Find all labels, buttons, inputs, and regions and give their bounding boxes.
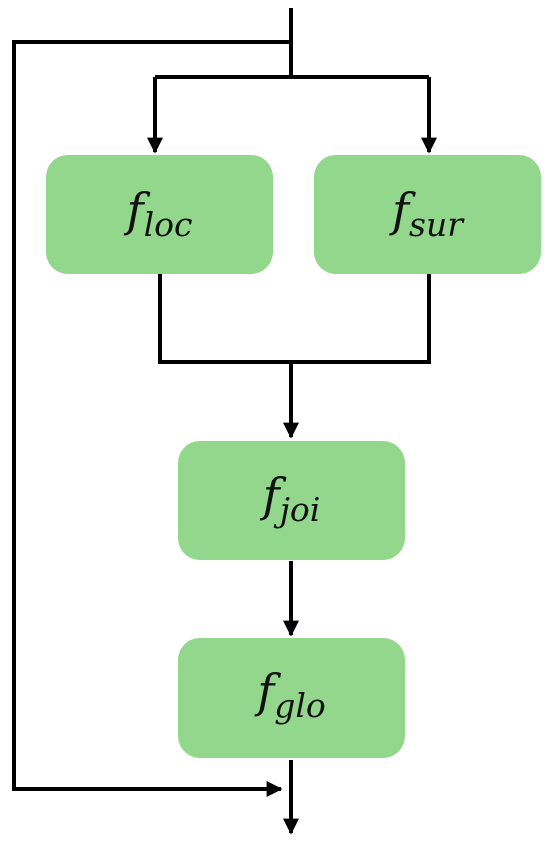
node-f-loc-label: floc [124,183,193,244]
node-f-joi-subscript: joi [273,490,321,529]
node-f-glo-subscript: glo [274,686,326,725]
node-f-loc-subscript: loc [144,205,193,244]
node-f-sur-subscript: sur [409,205,465,244]
node-f-sur: fsur [314,155,541,274]
merge-line [158,274,431,364]
skip-connection-line [12,40,291,797]
node-f-joi-box [178,441,405,560]
node-f-loc-box [46,155,273,274]
node-f-sur-label: fsur [389,183,465,244]
node-f-glo-box [178,638,405,758]
node-f-loc: floc [46,155,273,274]
node-f-joi: fjoi [178,441,405,560]
node-f-sur-box [314,155,541,274]
node-f-glo: fglo [178,638,405,758]
